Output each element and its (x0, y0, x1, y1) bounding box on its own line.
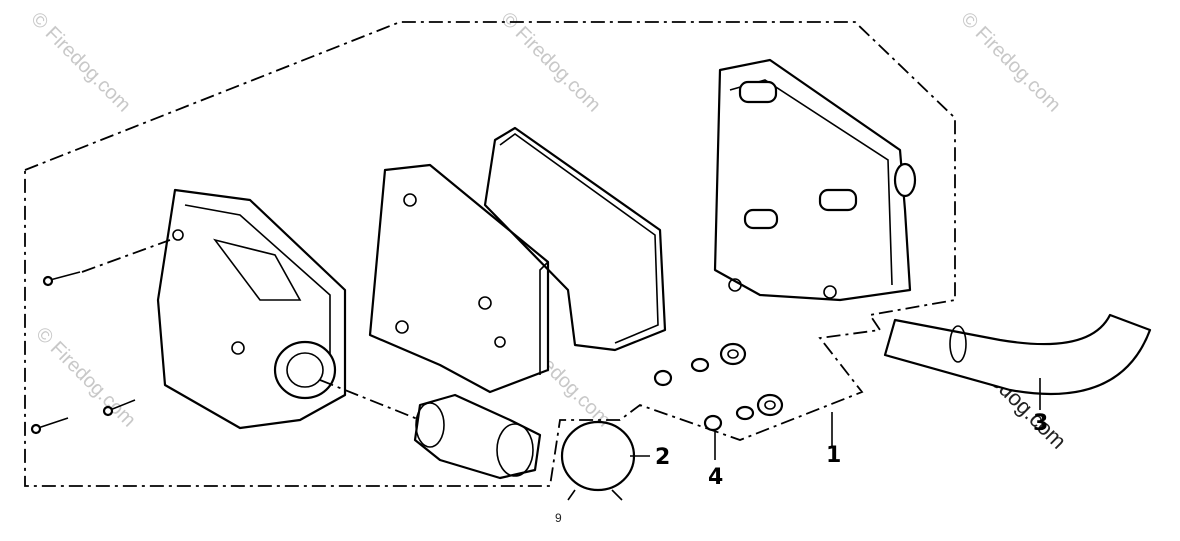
collar-upper (690, 357, 710, 373)
filter-element (368, 163, 550, 394)
callout-3: 3 (1033, 411, 1048, 436)
hose-clamp (560, 420, 650, 501)
assembly-boundary (24, 21, 956, 487)
screw-bottom-center (102, 399, 136, 417)
air-cleaner-case (713, 58, 917, 302)
grommet-upper (719, 342, 747, 366)
screw-bottom-left (30, 417, 69, 435)
watermark-top-center: © Firedog.com (496, 8, 605, 117)
screw-top-left (42, 239, 171, 287)
watermark-top-left: © Firedog.com (26, 8, 135, 117)
breather-tube (883, 313, 1152, 396)
watermark-top-right: © Firedog.com (956, 8, 1065, 117)
grommet-lower (756, 393, 784, 417)
bolt-upper (653, 369, 673, 387)
air-cleaner-cover (156, 188, 347, 430)
bolt-lower (703, 414, 723, 432)
watermark-bottom-left: © Firedog.com (31, 323, 140, 432)
collar-lower (735, 405, 755, 421)
intake-boot (319, 379, 542, 480)
callout-1: 1 (826, 443, 841, 468)
page-marker: 9 (555, 511, 562, 525)
cover-gasket (483, 126, 667, 352)
callout-2: 2 (655, 445, 670, 470)
callout-4: 4 (708, 465, 723, 490)
